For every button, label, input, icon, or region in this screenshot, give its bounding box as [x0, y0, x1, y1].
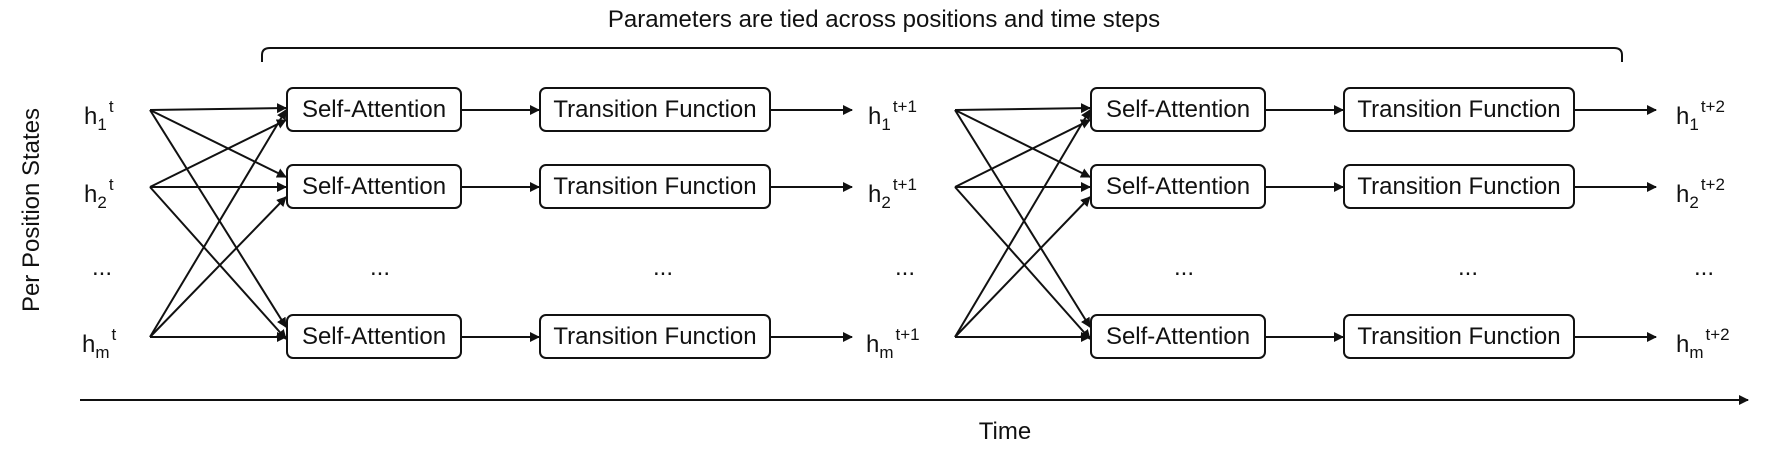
- state-hm-t2: hmt+2: [1676, 325, 1730, 362]
- attention-edge: [149, 109, 287, 338]
- ellipsis-states-t1: ...: [895, 254, 916, 281]
- ellipsis-transition: ...: [653, 254, 674, 281]
- diagram-title: Parameters are tied across positions and…: [607, 6, 1161, 33]
- self-attention-box: Self-Attention: [1090, 87, 1266, 132]
- transition-function-box: Transition Function: [539, 87, 771, 132]
- state-h1-t2: h1t+2: [1676, 97, 1725, 134]
- attention-edge: [954, 109, 1091, 328]
- ellipsis-states-t: ...: [92, 254, 113, 281]
- state-h1-t1: h1t+1: [868, 97, 917, 134]
- attention-edge: [954, 196, 1091, 338]
- state-hm-t1: hmt+1: [866, 325, 920, 362]
- x-axis-label: Time: [978, 418, 1032, 445]
- ellipsis-states-t2: ...: [1694, 254, 1715, 281]
- state-h1-t: h1t: [84, 97, 114, 134]
- self-attention-box: Self-Attention: [286, 314, 462, 359]
- ellipsis-transition: ...: [1458, 254, 1479, 281]
- transition-function-box: Transition Function: [1343, 164, 1575, 209]
- attention-edge: [954, 186, 1091, 340]
- state-h2-t: h2t: [84, 175, 114, 212]
- parameter-tying-bracket: [261, 47, 1623, 62]
- attention-edge: [954, 119, 1091, 188]
- transition-function-box: Transition Function: [539, 314, 771, 359]
- self-attention-box: Self-Attention: [1090, 314, 1266, 359]
- transition-function-box: Transition Function: [1343, 314, 1575, 359]
- state-hm-t: hmt: [82, 325, 117, 362]
- state-h2-t2: h2t+2: [1676, 175, 1725, 212]
- ellipsis-self-attention: ...: [1174, 254, 1195, 281]
- attention-edge: [149, 186, 287, 340]
- transition-function-box: Transition Function: [1343, 87, 1575, 132]
- attention-edge: [149, 109, 287, 328]
- attention-edge: [149, 119, 287, 188]
- state-h2-t1: h2t+1: [868, 175, 917, 212]
- attention-edge: [149, 196, 287, 338]
- self-attention-box: Self-Attention: [286, 164, 462, 209]
- attention-edge: [149, 103, 287, 114]
- attention-edge: [954, 109, 1091, 178]
- self-attention-box: Self-Attention: [1090, 164, 1266, 209]
- ellipsis-self-attention: ...: [370, 254, 391, 281]
- y-axis-label: Per Position States: [18, 107, 45, 313]
- attention-edge: [954, 109, 1091, 338]
- self-attention-box: Self-Attention: [286, 87, 462, 132]
- attention-edge: [149, 109, 287, 178]
- transition-function-box: Transition Function: [539, 164, 771, 209]
- attention-edge: [954, 103, 1091, 114]
